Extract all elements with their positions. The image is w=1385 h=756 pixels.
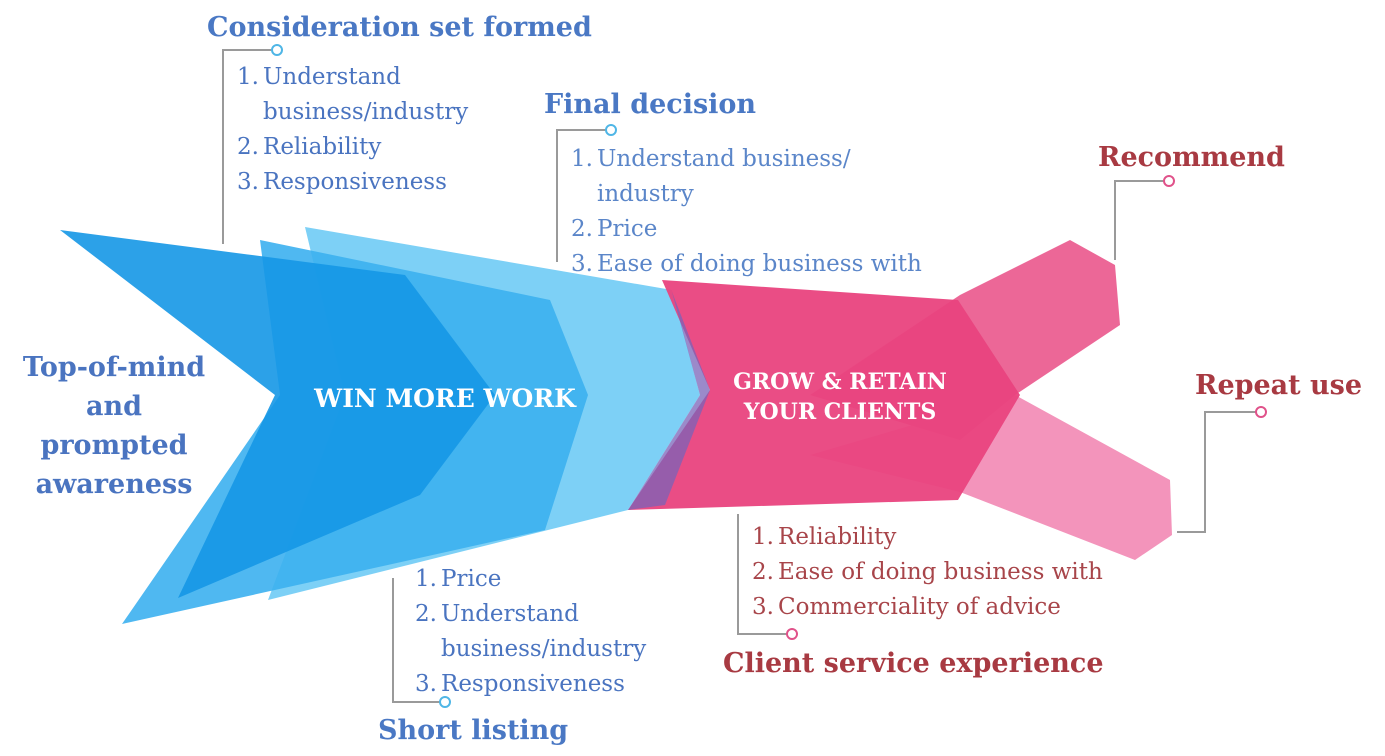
short-listing-title: Short listing: [378, 715, 569, 746]
short-listing-marker: [439, 696, 451, 708]
arrow-overlap: [628, 292, 710, 510]
consideration-marker: [271, 44, 283, 56]
consideration-title: Consideration set formed: [207, 12, 592, 43]
recommend-title: Recommend: [1098, 142, 1285, 173]
final-decision-title: Final decision: [544, 89, 757, 120]
grow-retain-line: GROW & RETAIN: [733, 369, 947, 395]
list-item: 1.Reliability: [752, 524, 897, 550]
short-listing-leader-line: [392, 578, 442, 703]
win-chevron-dark: [60, 230, 495, 598]
awareness-line: Top-of-mind: [22, 352, 206, 383]
client-service-leader-line: [737, 514, 789, 635]
grow-retain-label: GROW & RETAIN YOUR CLIENTS: [705, 367, 975, 427]
repeat-use-leader-line: [1177, 411, 1259, 533]
list-item: 1.Price: [415, 566, 502, 592]
final-decision-marker: [605, 124, 617, 136]
awareness-line: and: [85, 391, 142, 422]
repeat-use-marker: [1255, 406, 1267, 418]
list-item: 3.Responsiveness: [415, 671, 625, 697]
list-item: 2.Price: [571, 216, 658, 242]
awareness-label: Top-of-mind and prompted awareness: [14, 348, 214, 504]
consideration-leader-line: [222, 49, 274, 244]
grow-retain-arrow: [628, 280, 1020, 510]
win-more-work-label: WIN MORE WORK: [314, 384, 576, 413]
final-decision-list: 1.Understand business/industry 2.Price 3…: [571, 142, 922, 282]
list-item: 2.Reliability: [237, 134, 382, 160]
list-item: 3.Commerciality of advice: [752, 594, 1061, 620]
final-decision-leader-line: [556, 129, 608, 262]
recommend-leader-line: [1114, 180, 1166, 260]
list-item: 3.Responsiveness: [237, 169, 447, 195]
list-item: 1.Understand business/industry: [571, 146, 851, 207]
recommend-marker: [1163, 175, 1175, 187]
awareness-line: prompted: [40, 430, 188, 461]
grow-retain-line: YOUR CLIENTS: [743, 399, 937, 425]
client-service-marker: [786, 628, 798, 640]
awareness-line: awareness: [35, 469, 193, 500]
client-service-list: 1.Reliability 2.Ease of doing business w…: [752, 520, 1103, 625]
repeat-use-title: Repeat use: [1195, 370, 1363, 401]
list-item: 2.Ease of doing business with: [752, 559, 1103, 585]
client-service-title: Client service experience: [723, 648, 1104, 679]
list-item: 3.Ease of doing business with: [571, 251, 922, 277]
